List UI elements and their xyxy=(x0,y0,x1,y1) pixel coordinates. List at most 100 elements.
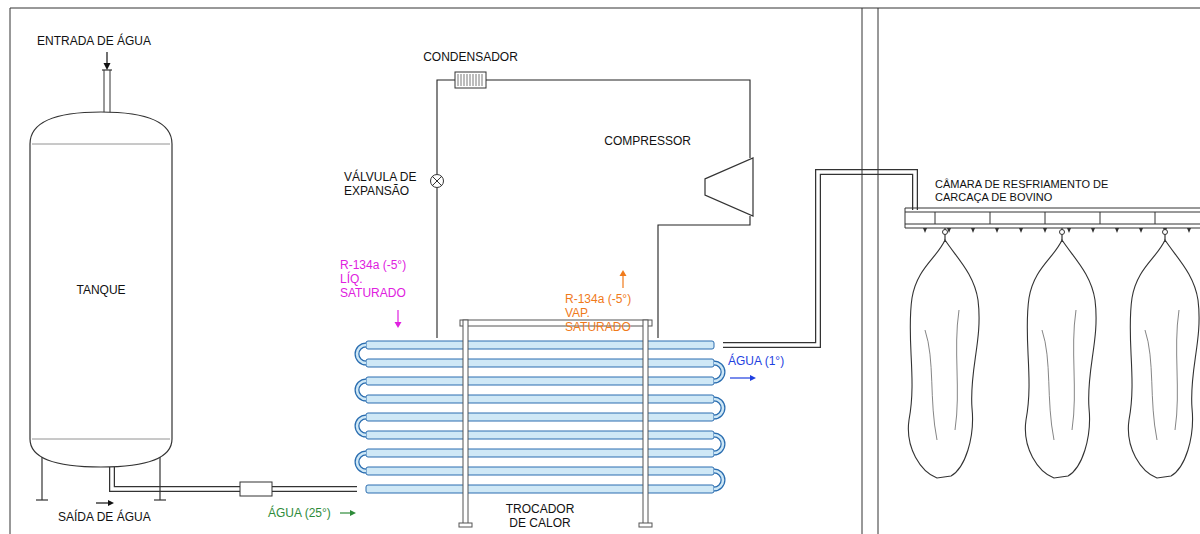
compressor-body xyxy=(705,158,753,216)
suction-line xyxy=(658,216,750,338)
page-frame xyxy=(10,8,1200,534)
spray-nozzle xyxy=(971,228,975,233)
exchanger-tube xyxy=(366,413,714,421)
outlet-label: SAÍDA DE ÁGUA xyxy=(58,510,151,524)
spray-nozzle xyxy=(1115,228,1119,233)
carcass-outline xyxy=(908,240,979,478)
tube-bend xyxy=(714,435,723,453)
tank-seam xyxy=(32,144,170,145)
spray-nozzle xyxy=(1043,228,1047,233)
chamber-pipe-drop xyxy=(912,176,918,210)
tube-bend xyxy=(357,345,366,363)
carcass-detail xyxy=(1042,310,1076,440)
exchanger-tube xyxy=(366,467,714,475)
tube-bend xyxy=(357,417,366,435)
flow-arrow xyxy=(730,377,751,378)
flow-arrow xyxy=(350,510,356,516)
inlet-label: ENTRADA DE ÁGUA xyxy=(37,34,151,48)
tube-bend xyxy=(357,453,366,471)
exchanger-tube xyxy=(366,341,714,349)
flow-arrow xyxy=(340,510,356,516)
spray-nozzle xyxy=(1139,228,1143,233)
compressor: COMPRESSOR xyxy=(705,158,753,216)
condenser-fin xyxy=(461,74,462,86)
expansion-valve: VÁLVULA DE EXPANSÃO xyxy=(430,174,444,188)
tube-bend xyxy=(357,453,366,471)
condenser-fin xyxy=(464,74,465,86)
tube-bend xyxy=(714,363,723,381)
expansion-valve-shape xyxy=(430,174,444,188)
connector-line xyxy=(437,80,455,174)
hanging-rail xyxy=(905,208,1200,209)
valve-cross xyxy=(432,176,442,186)
flow-arrow xyxy=(395,322,402,328)
flow-arrow xyxy=(108,500,114,506)
tank-outline xyxy=(30,112,172,467)
exchanger-frame xyxy=(643,320,648,524)
rail-post xyxy=(935,212,936,224)
node-label: CÂMARA DE RESFRIAMENTO DE CARCAÇA DE BOV… xyxy=(905,176,1150,206)
flow-label: ÁGUA (1°) xyxy=(728,354,784,368)
chamber-pipe-drop xyxy=(913,176,917,210)
exchanger-frame xyxy=(639,523,652,527)
liquid-line xyxy=(437,80,455,174)
beef-carcass xyxy=(1025,228,1096,478)
spray-nozzle xyxy=(1019,228,1023,233)
hook xyxy=(1060,230,1065,235)
exchanger-frame xyxy=(459,320,652,527)
node-label: TROCADOR DE CALOR xyxy=(501,502,579,530)
beef-carcass xyxy=(908,228,1199,478)
hanging-rail xyxy=(923,212,1191,233)
spray-nozzle xyxy=(1187,228,1191,233)
chamber-wall xyxy=(862,8,863,534)
flow-label: R-134a (-5°) LÍQ. SATURADO xyxy=(340,258,426,300)
flow-arrow xyxy=(622,275,623,288)
tank-leg xyxy=(159,452,160,500)
tube-bend xyxy=(357,381,366,399)
hanging-rail xyxy=(905,208,1200,233)
tube-bend xyxy=(714,471,723,489)
tube-bend xyxy=(714,363,723,381)
condenser-body xyxy=(455,72,486,88)
condenser-fin xyxy=(470,74,471,86)
beef-carcass xyxy=(1128,228,1199,478)
tank-seam xyxy=(32,439,170,440)
pipe-wall xyxy=(112,467,357,489)
flow-arrow xyxy=(730,375,756,381)
exchanger-frame xyxy=(459,523,472,527)
rail-post xyxy=(1155,212,1156,224)
condenser-fin xyxy=(482,74,483,86)
carcass-outline xyxy=(1128,240,1199,478)
exchanger-frame xyxy=(463,320,468,524)
connector-line xyxy=(436,188,437,338)
exchanger-tube xyxy=(366,359,714,367)
discharge-line xyxy=(486,80,750,158)
page-frame xyxy=(10,8,1200,9)
connector-line xyxy=(486,80,750,158)
heat-exchanger: TROCADOR DE CALOR xyxy=(357,338,723,498)
tube-bend xyxy=(357,417,366,435)
exchanger-tubes xyxy=(357,341,723,493)
carcass-detail xyxy=(1145,310,1179,440)
carcass-detail xyxy=(925,310,959,440)
exchanger-tube xyxy=(366,449,714,457)
rail-post xyxy=(990,212,991,224)
tube-bend xyxy=(714,399,723,417)
flow-arrow xyxy=(96,52,756,516)
exchanger-tube xyxy=(366,395,714,403)
condenser-fin xyxy=(479,74,480,86)
condenser-fin xyxy=(467,74,468,86)
connector-line xyxy=(112,467,357,489)
exchanger-tube xyxy=(366,485,714,493)
tank-leg xyxy=(154,499,166,500)
beef-carcass xyxy=(908,228,979,478)
water-filter xyxy=(240,482,272,496)
rail-post xyxy=(1100,212,1101,224)
tank-leg xyxy=(36,499,48,500)
liquid-line xyxy=(437,188,438,338)
chamber-wall xyxy=(878,8,879,534)
condenser-shape xyxy=(455,72,486,88)
pipe-bore xyxy=(112,467,357,489)
